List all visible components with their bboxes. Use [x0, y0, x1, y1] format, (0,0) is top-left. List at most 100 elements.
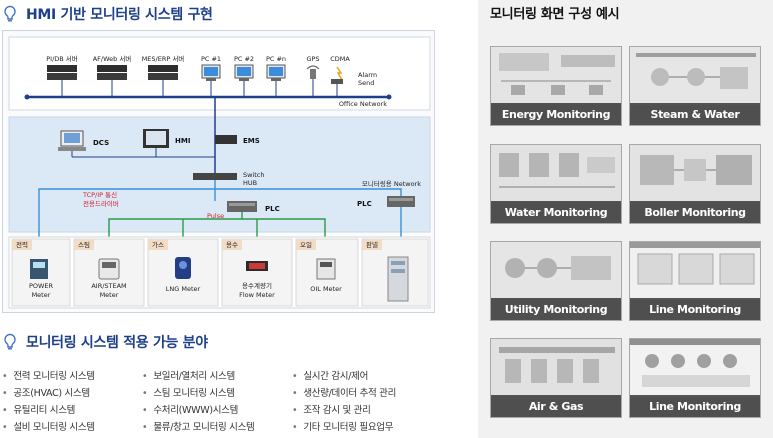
pc-2: PC #2	[234, 55, 254, 97]
tcpip-label-2: 전용드라이버	[83, 199, 119, 208]
meter-label-steam-1: AIR/STEAM	[91, 282, 126, 290]
meter-label-steam-2: Meter	[100, 291, 119, 299]
alarm-label-1: Alarm	[358, 71, 377, 79]
meter-label-water-2: Flow Meter	[239, 291, 275, 299]
meter-box-power: 전력 POWER Meter	[11, 238, 71, 307]
lightbulb-icon	[4, 333, 16, 350]
panel-cabinet	[387, 256, 409, 302]
plc-label-2: PLC	[357, 200, 372, 208]
ems-node: EMS	[215, 135, 260, 145]
category-label-2: 스팀	[78, 241, 90, 249]
lightbulb-icon	[4, 5, 16, 22]
thumb-caption: Energy Monitoring	[491, 103, 621, 125]
thumb-caption: Air & Gas	[491, 395, 621, 417]
thumb-line-monitoring-2[interactable]: Line Monitoring	[629, 338, 761, 418]
ems-label: EMS	[243, 137, 260, 145]
tcp-line	[38, 180, 216, 281]
diagram-canvas: Office Network PI/DB 서버 AF/Web 서버 MES/ER…	[8, 36, 431, 309]
list-item: 유틸리티 시스템	[2, 402, 142, 416]
plc-label-1: PLC	[265, 205, 280, 213]
thumb-caption: Steam & Water	[630, 103, 760, 125]
switch-label-1: Switch	[243, 171, 265, 179]
list-item: 생산량/데이터 추적 관리	[292, 385, 442, 399]
meter-box-lng: 가스 LNG Meter	[147, 238, 219, 307]
server-label-2: AF/Web 서버	[93, 54, 132, 63]
lightning-icon	[336, 66, 343, 81]
meter-label-power-2: Meter	[32, 291, 51, 299]
list-item: 설비 모니터링 시스템	[2, 419, 142, 433]
server-pi-db: PI/DB 서버	[46, 54, 78, 97]
dcs-label: DCS	[93, 139, 109, 147]
alarm-label-2: Send	[358, 79, 374, 87]
thumb-energy-monitoring[interactable]: Energy Monitoring	[490, 46, 622, 126]
meter-label-oil-1: OIL Meter	[310, 285, 342, 293]
examples-title: 모니터링 화면 구성 예시	[490, 7, 620, 22]
cdma-device: CDMA Alarm Send	[330, 55, 377, 97]
thumb-air-gas[interactable]: Air & Gas	[490, 338, 622, 418]
category-label-1: 전력	[16, 240, 28, 249]
list-item: 물류/창고 모니터링 시스템	[142, 419, 292, 433]
list-item: 조작 감시 및 관리	[292, 402, 442, 416]
gps-label: GPS	[306, 55, 319, 63]
thumb-steam-water[interactable]: Steam & Water	[629, 46, 761, 126]
section-title-text: HMI 기반 모니터링 시스템 구현	[26, 7, 213, 23]
section-title-applications: 모니터링 시스템 적용 가능 분야	[2, 332, 208, 352]
screen-preview	[630, 47, 760, 105]
category-label-3: 가스	[152, 240, 164, 249]
thumb-boller-monitoring[interactable]: Boller Monitoring	[629, 144, 761, 224]
tcpip-label-1: TCP/IP 통신	[82, 190, 117, 199]
screen-preview	[491, 242, 621, 300]
thumb-caption: Water Monitoring	[491, 201, 621, 223]
cdma-label: CDMA	[330, 55, 350, 63]
meter-label-water-1: 용수계량기	[242, 281, 272, 290]
thumb-line-monitoring-1[interactable]: Line Monitoring	[629, 241, 761, 321]
pc-label-n: PC #n	[266, 55, 286, 63]
section-title-text: 모니터링 시스템 적용 가능 분야	[26, 335, 208, 351]
example-screens-panel: 모니터링 화면 구성 예시 Energy Monitoring Steam & …	[478, 0, 773, 438]
thumb-utility-monitoring[interactable]: Utility Monitoring	[490, 241, 622, 321]
list-item: 공조(HVAC) 시스템	[2, 385, 142, 399]
list-item: 실시간 감시/제어	[292, 368, 442, 382]
hmi-system-diagram: Office Network PI/DB 서버 AF/Web 서버 MES/ER…	[2, 30, 435, 313]
list-item: 기타 모니터링 필요업무	[292, 419, 442, 433]
screen-preview	[491, 339, 621, 397]
list-item: 스팀 모니터링 시스템	[142, 385, 292, 399]
meter-box-water: 용수 용수계량기 Flow Meter	[221, 238, 293, 307]
screen-preview	[630, 145, 760, 203]
thumb-caption: Line Monitoring	[630, 395, 760, 417]
server-af-web: AF/Web 서버	[93, 54, 132, 97]
gps-device: GPS	[306, 55, 320, 97]
meter-box-steam: 스팀 AIR/STEAM Meter	[73, 238, 145, 307]
meter-label-power-1: POWER	[29, 282, 54, 290]
office-network-label: Office Network	[339, 100, 387, 108]
pc-n: PC #n	[266, 55, 286, 97]
screen-preview	[491, 47, 621, 105]
satellite-icon	[306, 65, 320, 70]
thumb-water-monitoring[interactable]: Water Monitoring	[490, 144, 622, 224]
meter-label-lng-1: LNG Meter	[166, 285, 201, 293]
pc-label-1: PC #1	[201, 55, 221, 63]
list-item: 수처리(WWW)시스템	[142, 402, 292, 416]
server-label-3: MES/ERP 서버	[142, 54, 185, 63]
hmi-label: HMI	[175, 137, 190, 145]
category-label-5: 오일	[300, 240, 312, 249]
dcs-node: DCS	[58, 130, 215, 158]
monitoring-network-label: 모니터링용 Network	[362, 179, 421, 188]
pc-1: PC #1	[201, 55, 221, 97]
screen-preview	[630, 242, 760, 300]
list-item: 전력 모니터링 시스템	[2, 368, 142, 382]
screen-preview	[491, 145, 621, 203]
category-label-4: 용수	[226, 241, 238, 249]
list-item: 보일러/열처리 시스템	[142, 368, 292, 382]
server-mes-erp: MES/ERP 서버	[142, 54, 185, 97]
server-label-1: PI/DB 서버	[46, 54, 78, 63]
pulse-label: Pulse	[207, 212, 224, 220]
meter-box-oil: 오일 OIL Meter	[295, 238, 359, 307]
hmi-node: HMI	[143, 129, 190, 157]
section-title-hmi: HMI 기반 모니터링 시스템 구현	[2, 4, 213, 24]
thumb-caption: Boller Monitoring	[630, 201, 760, 223]
panel-box: 판넬	[361, 238, 429, 307]
thumb-caption: Utility Monitoring	[491, 298, 621, 320]
plc-1: PLC	[227, 201, 280, 213]
application-list: 전력 모니터링 시스템 보일러/열처리 시스템 실시간 감시/제어 공조(HVA…	[2, 368, 442, 433]
